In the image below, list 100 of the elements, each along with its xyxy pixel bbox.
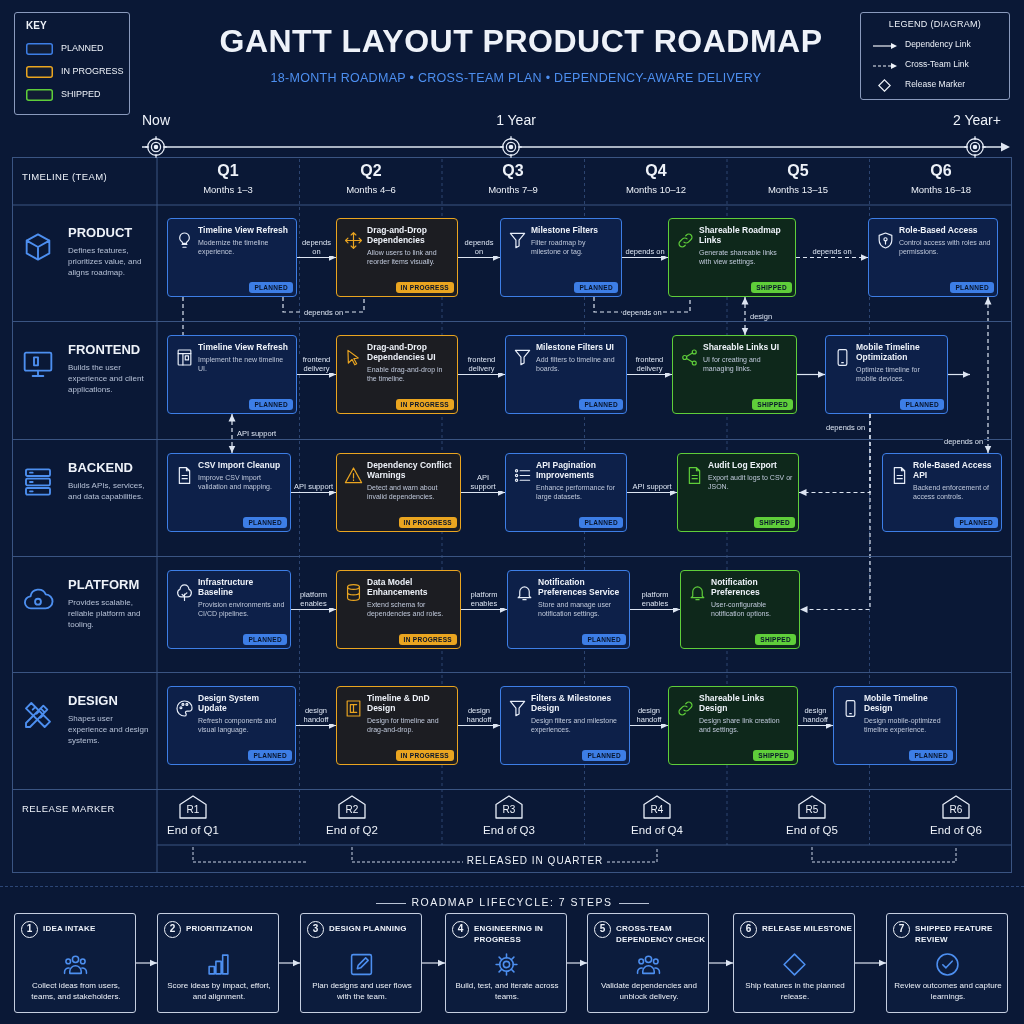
quarter-heading: Q5 xyxy=(787,161,809,180)
lane-title: BACKEND xyxy=(68,460,133,476)
legend-label: SHIPPED xyxy=(61,88,101,100)
card-title: Mobile Timeline Design xyxy=(864,693,929,713)
task-card xyxy=(336,453,461,532)
quarter-heading: Q4 xyxy=(645,161,667,180)
step-card xyxy=(157,913,279,1013)
card-title: Drag-and-Drop Dependencies xyxy=(367,225,428,245)
arrow xyxy=(947,371,971,378)
card-title: Role-Based Access xyxy=(899,225,979,235)
arrow xyxy=(290,606,337,613)
release-date: End of Q2 xyxy=(326,823,378,837)
step-card xyxy=(886,913,1008,1013)
dashed-double-arrow xyxy=(984,296,992,454)
timeline-label: 1 Year xyxy=(496,112,536,129)
arrow xyxy=(629,722,669,729)
step-description: Score ideas by impact, effort, and alignment. xyxy=(166,981,272,1002)
task-card xyxy=(336,570,461,649)
dashed-double-arrow xyxy=(741,296,749,336)
release-date: End of Q5 xyxy=(786,823,838,837)
lane-description: Shapes user experience and design systems. xyxy=(68,713,150,746)
card-title: Infrastructure Baseline xyxy=(198,577,255,597)
task-card xyxy=(336,218,458,297)
quarter-heading: Q3 xyxy=(502,161,524,180)
task-card xyxy=(167,570,291,649)
card-title: API Pagination Improvements xyxy=(536,460,597,480)
legend-heading: LEGEND (DIAGRAM) xyxy=(888,19,982,30)
arrow xyxy=(457,371,506,378)
lane-title: PLATFORM xyxy=(68,577,140,593)
marker-label: R2 xyxy=(345,804,359,816)
month-range: Months 7–9 xyxy=(488,184,538,195)
quarter-heading: Q6 xyxy=(930,161,952,180)
card-title: Shareable Links Design xyxy=(699,693,766,713)
step-title: ENGINEERING IN PROGRESS xyxy=(474,923,545,945)
card-title: CSV Import Cleanup xyxy=(198,460,282,470)
step-description: Build, test, and iterate across teams. xyxy=(454,981,560,1002)
arrow xyxy=(626,371,673,378)
subtitle: 18-MONTH ROADMAP • CROSS-TEAM PLAN • DEPENDENCY-AWARE DELIVERY xyxy=(270,71,762,86)
arrow xyxy=(797,722,834,729)
month-range: Months 10–12 xyxy=(625,184,687,195)
task-card xyxy=(336,686,458,765)
step-description: Ship features in the planned release. xyxy=(744,981,846,1002)
timeline-label: 2 Year+ xyxy=(953,112,1001,129)
lane-title: DESIGN xyxy=(68,693,118,709)
step-description: Review outcomes and capture learnings. xyxy=(893,981,1003,1002)
lane-title: FRONTEND xyxy=(68,342,141,358)
arrow xyxy=(854,959,887,967)
step-card xyxy=(300,913,422,1013)
marker-label: R1 xyxy=(186,804,200,816)
step-title: IDEA INTAKE xyxy=(43,923,97,934)
card-title: Shareable Links UI xyxy=(703,342,781,352)
lane-title: RELEASE MARKER xyxy=(22,803,115,814)
lane-description: Builds APIs, services, and data capabilities. xyxy=(68,480,146,502)
card-title: Milestone Filters UI xyxy=(536,342,615,352)
card-title: Role-Based Access API xyxy=(913,460,993,480)
arrow xyxy=(421,959,446,967)
step-description: Validate dependencies and unblock delivery. xyxy=(600,981,698,1002)
timeline-label: Now xyxy=(142,112,170,129)
arrow xyxy=(460,489,506,496)
card-title: Timeline View Refresh xyxy=(198,225,289,235)
card-title: Milestone Filters xyxy=(531,225,600,235)
card-title: Filters & Milestones Design xyxy=(531,693,613,713)
month-range: Months 1–3 xyxy=(203,184,253,195)
dashed-double-arrow xyxy=(228,413,236,454)
task-card xyxy=(167,218,297,297)
row-header: TIMELINE (TEAM) xyxy=(22,171,108,182)
step-title: SHIPPED FEATURE REVIEW xyxy=(915,923,994,945)
legend-label: Cross-Team Link xyxy=(905,59,969,69)
legend-label: IN PROGRESS xyxy=(61,65,124,77)
month-range: Months 4–6 xyxy=(346,184,396,195)
arrow xyxy=(457,254,501,261)
card-title: Mobile Timeline Optimization xyxy=(856,342,921,362)
arrow xyxy=(796,371,826,378)
step-title: PRIORITIZATION xyxy=(186,923,254,934)
task-card xyxy=(833,686,957,765)
release-date: End of Q4 xyxy=(631,823,683,837)
card-title: Dependency Conflict Warnings xyxy=(367,460,453,480)
card-title: Notification Preferences xyxy=(711,577,761,597)
month-range: Months 16–18 xyxy=(910,184,972,195)
arrow xyxy=(566,959,588,967)
quarter-heading: Q1 xyxy=(217,161,239,180)
arrow xyxy=(135,959,158,967)
release-date: End of Q1 xyxy=(167,823,219,837)
step-title: DESIGN PLANNING xyxy=(329,923,408,934)
task-card xyxy=(167,686,296,765)
card-title: Data Model Enhancements xyxy=(367,577,429,597)
section-title: ROADMAP LIFECYCLE: 7 STEPS xyxy=(411,896,613,909)
step-card xyxy=(445,913,567,1013)
arrow xyxy=(460,606,508,613)
arrow xyxy=(621,254,669,261)
card-title: Audit Log Export xyxy=(708,460,778,470)
task-card xyxy=(500,218,622,297)
step-title: CROSS-TEAM DEPENDENCY CHECK xyxy=(616,923,707,945)
legend-label: Dependency Link xyxy=(905,39,971,49)
marker-label: R3 xyxy=(502,804,516,816)
lane-description: Defines features, prioritizes value, and aligns roadmap. xyxy=(68,245,143,278)
task-card xyxy=(167,335,297,414)
legend-label: Release Marker xyxy=(905,79,965,89)
release-date: End of Q6 xyxy=(930,823,982,837)
task-card xyxy=(868,218,998,297)
